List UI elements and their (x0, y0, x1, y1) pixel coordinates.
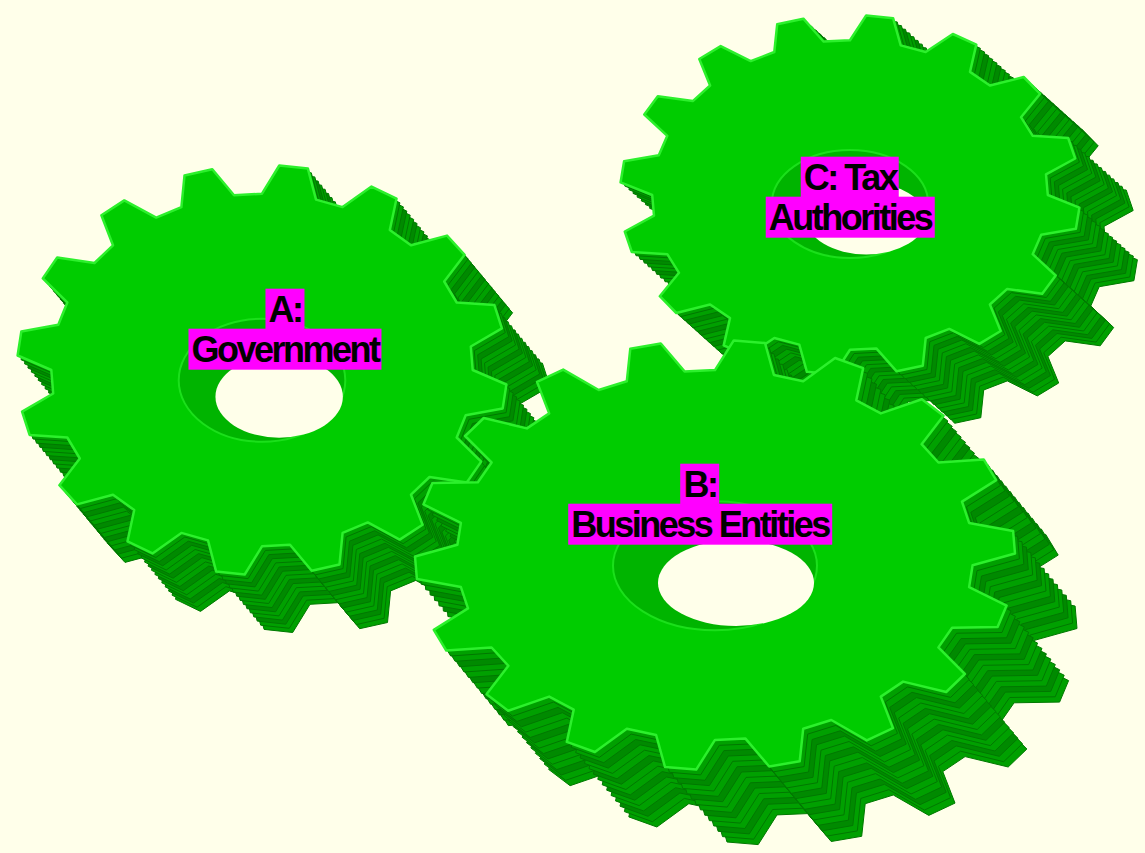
gear-shape (411, 336, 1085, 853)
gear-label: A: Government (188, 290, 381, 371)
gear-title: A: Government (188, 289, 381, 370)
gear-label: C: Tax Authorities (766, 158, 935, 239)
gear-title: C: Tax Authorities (766, 157, 935, 238)
gear-node: B: Business Entities (411, 336, 1085, 853)
gear-label: B: Business Entities (568, 465, 832, 546)
gear-title: B: Business Entities (568, 464, 832, 545)
